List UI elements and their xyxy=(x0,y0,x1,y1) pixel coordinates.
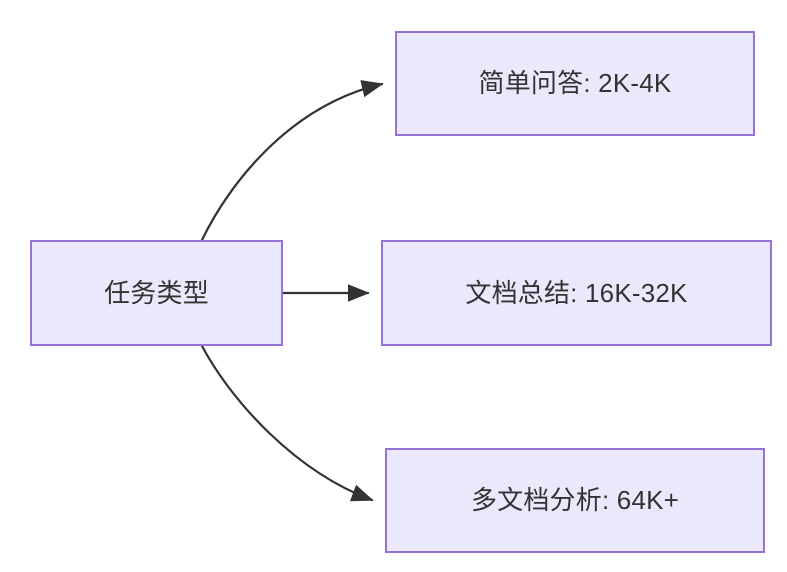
node-label-multi-document-analysis: 多文档分析: 64K+ xyxy=(470,485,680,516)
flow-node-document-summary[interactable]: 文档总结: 16K-32K xyxy=(381,240,772,346)
flow-node-simple-qa[interactable]: 简单问答: 2K-4K xyxy=(395,31,755,136)
edge-root-to-simple-qa xyxy=(200,80,384,242)
flow-node-task-type[interactable]: 任务类型 xyxy=(30,240,283,346)
edge-root-to-multi-doc xyxy=(200,344,374,502)
node-label-task-type: 任务类型 xyxy=(104,277,209,308)
flow-node-multi-document-analysis[interactable]: 多文档分析: 64K+ xyxy=(385,448,765,553)
node-label-document-summary: 文档总结: 16K-32K xyxy=(465,277,688,308)
node-label-simple-qa: 简单问答: 2K-4K xyxy=(478,68,672,99)
